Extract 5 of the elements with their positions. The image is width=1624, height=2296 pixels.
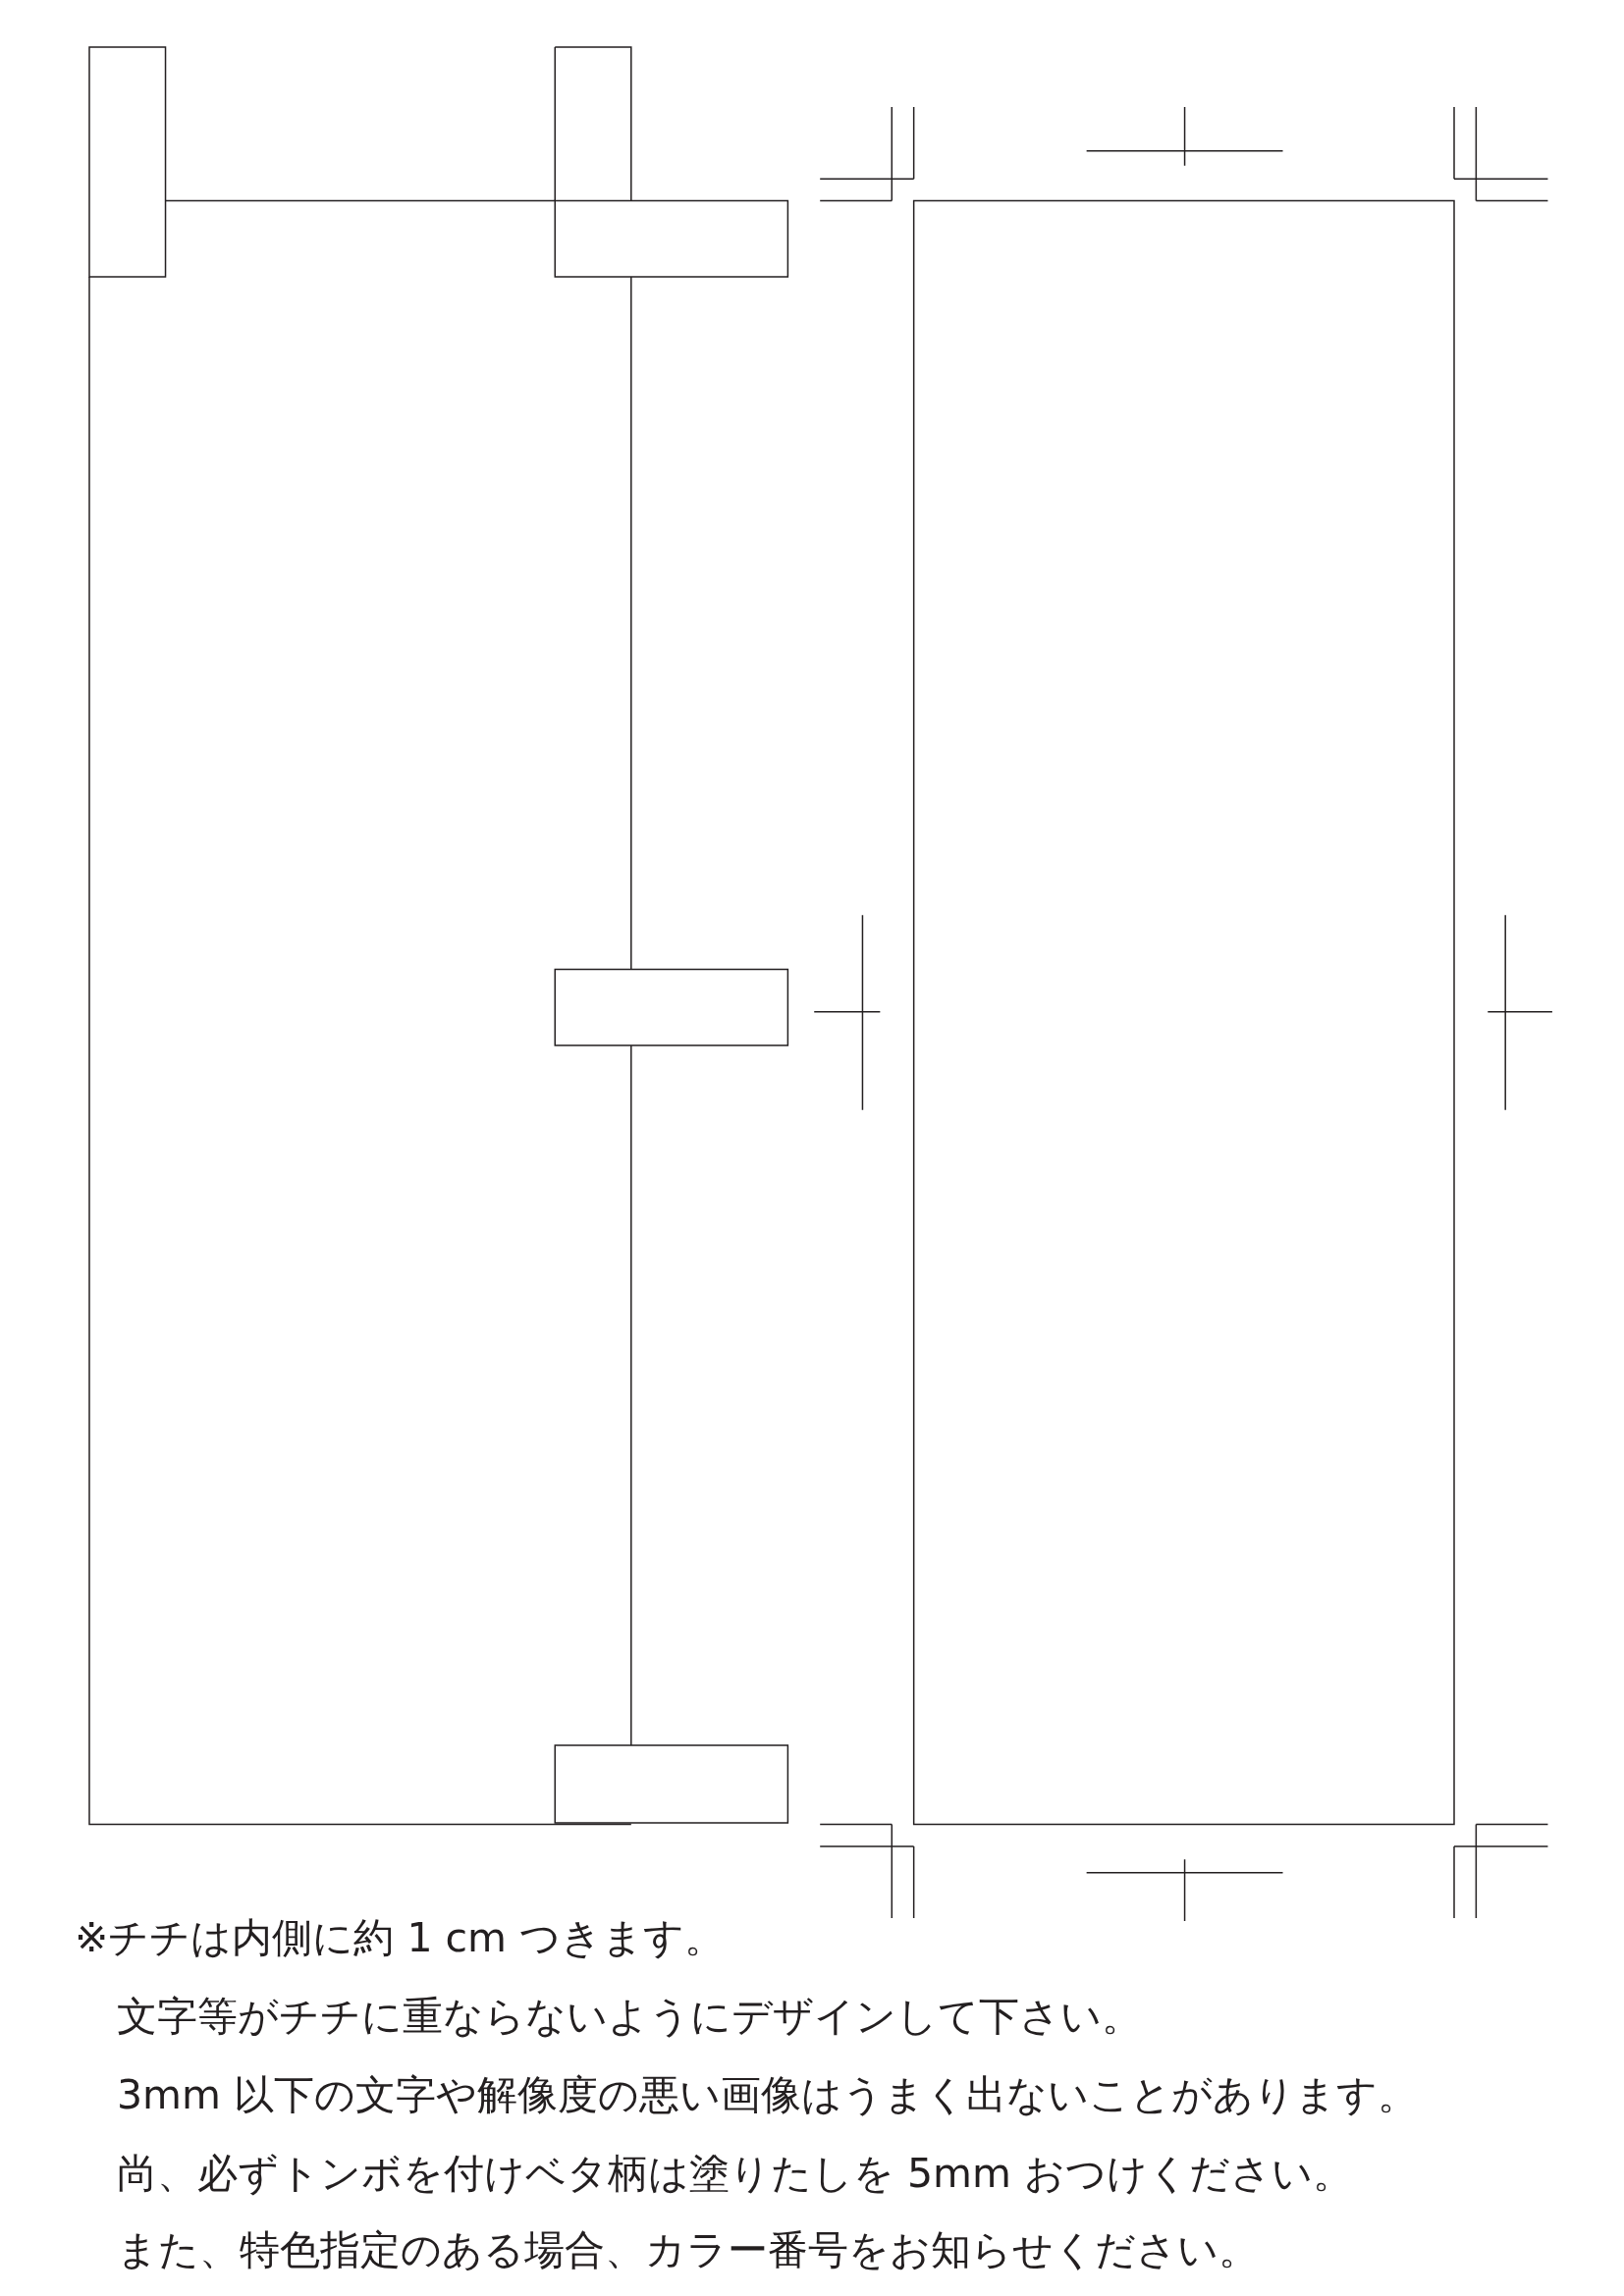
note-text: 3mm 以下の文字や解像度の悪い画像はうまく出ないことがあります。 [117,2071,1418,2120]
note-text: ※チチは内側に約 1 cm つきます。 [75,1914,726,1963]
note-text: 尚、必ずトンボを付けベタ柄は塗りたしを 5mm おつけください。 [117,2150,1354,2199]
note-text: 文字等がチチに重ならないようにデザインして下さい。 [117,1993,1142,2042]
note-text: また、特色指定のある場合、カラー番号をお知らせください。 [117,2226,1259,2275]
